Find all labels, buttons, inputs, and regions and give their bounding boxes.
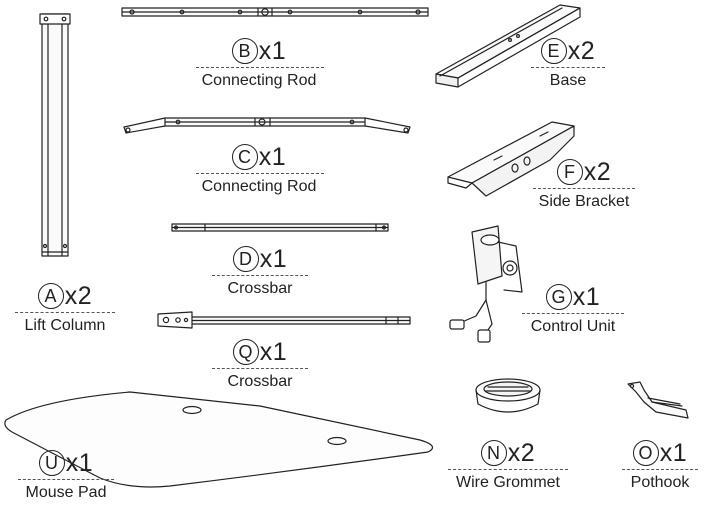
part-quantity: x2 [567, 37, 596, 65]
part-name: Base [549, 72, 587, 89]
part-quantity: x1 [258, 37, 287, 65]
part-quantity: x2 [507, 439, 536, 467]
part-quantity: x1 [65, 449, 94, 477]
part-name: Wire Grommet [456, 474, 560, 491]
part-letter-badge: F [556, 159, 583, 185]
part-quantity: x1 [572, 283, 601, 311]
side-bracket-drawing [447, 121, 575, 197]
wire-grommet-drawing [475, 378, 541, 413]
part-quantity: x2 [583, 158, 612, 186]
part-quantity: x1 [659, 439, 688, 467]
base-foot-drawing [435, 4, 581, 88]
part-letter-badge: U [38, 450, 65, 476]
part-name: Crossbar [227, 373, 293, 390]
control-unit-drawing [449, 225, 523, 343]
connecting-rod-angled-drawing [123, 117, 411, 134]
part-quantity: x2 [64, 282, 93, 310]
pothook-drawing [627, 381, 689, 419]
part-quantity: x1 [258, 143, 287, 171]
part-letter-badge: A [37, 283, 64, 309]
part-name: Mouse Pad [25, 484, 107, 501]
part-name: Control Unit [530, 318, 616, 335]
part-name: Connecting Rod [201, 178, 317, 195]
part-letter-badge: E [540, 38, 567, 64]
part-letter-badge: O [632, 440, 659, 466]
part-letter-badge: D [232, 246, 259, 272]
part-letter-badge: C [231, 144, 258, 170]
crossbar-drawing [171, 223, 389, 232]
part-name: Side Bracket [538, 193, 630, 210]
part-name: Crossbar [227, 280, 293, 297]
lift-column-drawing [39, 13, 71, 257]
part-letter-badge: N [480, 440, 507, 466]
part-letter-badge: Q [232, 339, 259, 365]
part-name: Connecting Rod [201, 72, 317, 89]
part-quantity: x1 [259, 338, 288, 366]
mouse-pad-drawing [4, 391, 434, 488]
part-letter-badge: B [231, 38, 258, 64]
part-name: Lift Column [24, 317, 106, 334]
connecting-rod-straight-drawing [121, 7, 429, 17]
crossbar-with-bracket-drawing [157, 311, 411, 329]
part-quantity: x1 [259, 245, 288, 273]
part-name: Pothook [630, 474, 690, 491]
part-letter-badge: G [545, 284, 572, 310]
